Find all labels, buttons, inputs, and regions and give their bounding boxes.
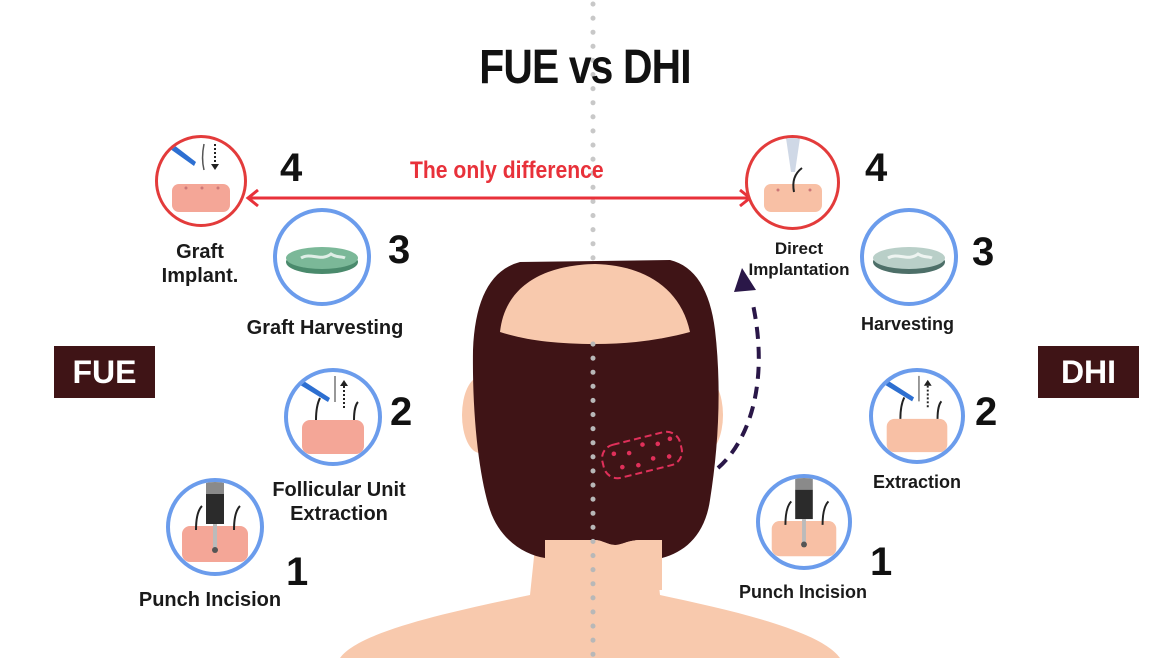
fue-step4-label-line2: Implant. <box>161 265 239 287</box>
dhi-badge: DHI <box>1038 346 1139 398</box>
fue-step2-number: 2 <box>390 390 413 434</box>
dhi-step1-number: 1 <box>870 540 893 584</box>
dhi-step2-label: Extraction <box>872 472 962 492</box>
dhi-step1-label: Punch Incision <box>738 582 867 602</box>
dhi-step4-label: Direct Implantation <box>735 238 863 280</box>
fue-step3-graft-harvesting-circle <box>273 208 371 306</box>
fue-step2-label-line2: Extraction <box>290 503 388 525</box>
tweezers-implant-icon <box>166 142 230 212</box>
fue-badge: FUE <box>54 346 155 398</box>
implanter-pen-icon <box>764 138 822 212</box>
page-title: FUE vs DHI <box>479 41 691 94</box>
fue-step2-label: Follicular Unit Extraction <box>265 478 413 526</box>
fue-step1-number: 1 <box>286 550 309 594</box>
petri-dish-icon <box>286 247 358 274</box>
difference-arrow <box>245 188 753 208</box>
dhi-step4-number: 4 <box>865 146 888 190</box>
fue-step4-graft-implant-circle <box>155 135 247 227</box>
fue-step3-label: Graft Harvesting <box>246 317 404 339</box>
fue-step2-label-line1: Follicular Unit <box>272 479 406 501</box>
fue-step4-label: Graft Implant. <box>150 240 250 288</box>
fue-step1-punch-incision-circle <box>166 478 264 576</box>
punch-tool-icon <box>771 478 837 557</box>
dhi-step4-label-line2: Implantation <box>748 260 850 279</box>
fue-step4-number: 4 <box>280 146 303 190</box>
fue-step4-label-line1: Graft <box>176 241 224 263</box>
dhi-step3-label: Harvesting <box>860 314 955 334</box>
dhi-step1-punch-incision-circle <box>756 474 852 570</box>
punch-tool-icon <box>182 482 248 562</box>
dhi-step3-number: 3 <box>972 230 995 274</box>
tweezers-extraction-icon <box>292 376 364 454</box>
tweezers-extraction-icon <box>876 375 948 453</box>
fue-step3-number: 3 <box>388 228 411 272</box>
fue-step2-extraction-circle <box>284 368 382 466</box>
dhi-step2-number: 2 <box>975 390 998 434</box>
dhi-step3-harvesting-circle <box>860 208 958 306</box>
dhi-step4-direct-implantation-circle <box>745 135 840 230</box>
difference-label: The only difference <box>410 157 604 184</box>
donor-to-recipient-arrow <box>716 268 761 470</box>
petri-dish-icon <box>873 247 945 274</box>
center-dotted-divider-overlay <box>590 341 596 658</box>
fue-step1-label: Punch Incision <box>138 589 282 611</box>
dhi-step4-label-line1: Direct <box>774 239 824 258</box>
head-back-illustration <box>340 260 840 658</box>
dhi-step2-extraction-circle <box>869 368 965 464</box>
